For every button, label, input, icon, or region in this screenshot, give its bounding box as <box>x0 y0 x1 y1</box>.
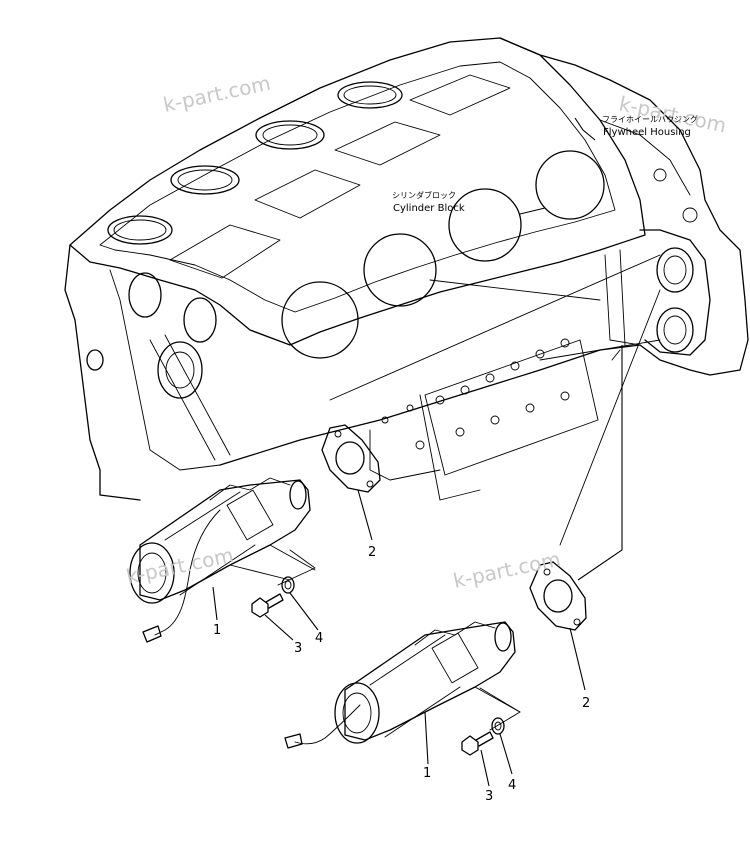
part-number-2-upper: 2 <box>368 545 376 560</box>
gasket-lower <box>529 561 587 631</box>
washer-lower <box>491 717 505 735</box>
watermark-mid-right: k-part.com <box>451 547 563 593</box>
label-flywheel-housing-jp: フライホイールハウジング <box>602 114 698 124</box>
part-number-3-upper: 3 <box>294 641 302 656</box>
starting-motor-lower <box>284 621 521 749</box>
label-flywheel-housing: Flywheel Housing <box>603 127 691 138</box>
bolt-upper <box>251 593 284 618</box>
washer-upper <box>281 576 295 594</box>
part-number-4-lower: 4 <box>508 778 516 793</box>
label-cylinder-block: Cylinder Block <box>393 203 465 214</box>
part-number-4-upper: 4 <box>315 631 323 646</box>
label-cylinder-block-jp: シリンダブロック <box>392 190 456 200</box>
starting-motor-upper <box>129 477 316 643</box>
part-number-3-lower: 3 <box>485 789 493 804</box>
bolt-lower <box>461 731 494 756</box>
gasket-upper <box>321 424 381 493</box>
part-number-1-lower: 1 <box>423 766 431 781</box>
part-number-1-upper: 1 <box>213 623 221 638</box>
watermark-top-left: k-part.com <box>161 71 273 117</box>
watermark-mid-left: k-part.com <box>124 543 236 589</box>
leader-lines <box>212 117 661 787</box>
part-number-2-lower: 2 <box>582 696 590 711</box>
